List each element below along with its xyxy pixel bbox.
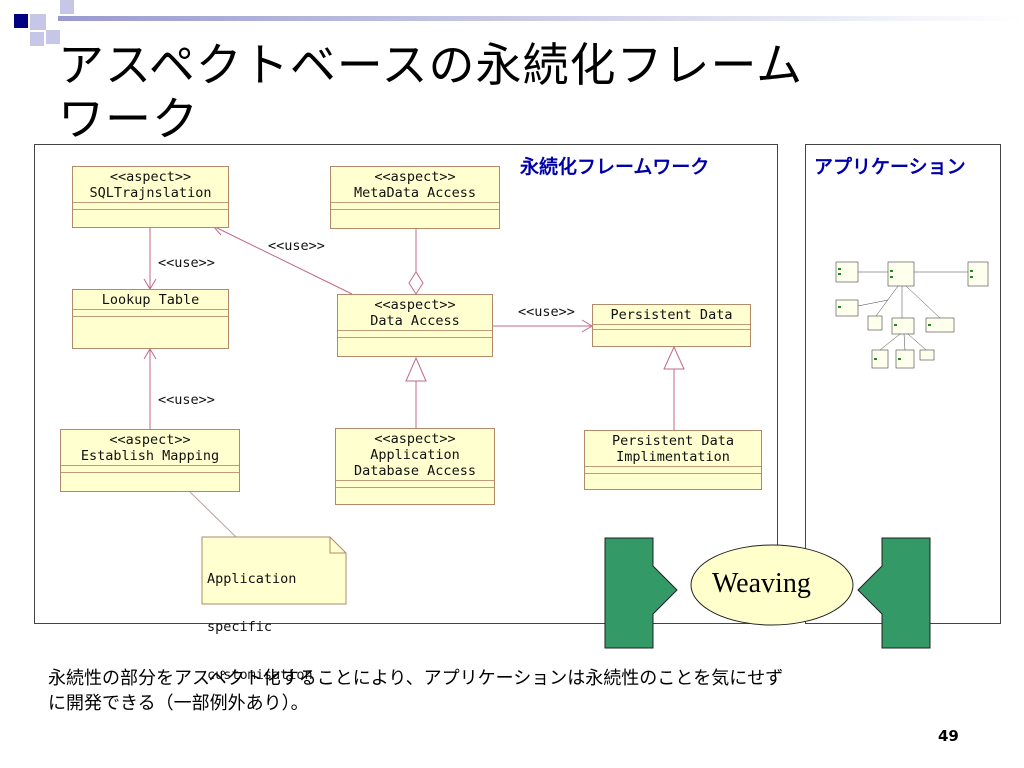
class-name: SQLTrajnslation xyxy=(89,185,212,201)
weaving-ellipse xyxy=(690,544,854,626)
class-name: Data Access xyxy=(370,313,460,329)
use-label-sql-lookup: <<use>> xyxy=(158,255,215,271)
class-name: Lookup Table xyxy=(101,292,200,308)
stereotype: <<aspect>> xyxy=(374,297,456,313)
description-line-1: 永続性の部分をアスペクト化することにより、アプリケーションは永続性のことを気にせ… xyxy=(48,668,784,689)
application-frame-label: アプリケーション xyxy=(814,156,966,178)
inheritance-triangle xyxy=(405,356,427,382)
class-lookup-table: Lookup Table xyxy=(72,289,229,349)
corner-square xyxy=(14,14,28,28)
title-line-1: アスペクトベースの永続化フレーム xyxy=(58,38,804,92)
stereotype: <<aspect>> xyxy=(109,432,191,448)
weaving-label: Weaving xyxy=(712,568,811,599)
left-weave-arrow xyxy=(604,537,678,649)
mini-class xyxy=(919,349,935,361)
corner-square xyxy=(60,0,74,14)
class-name: MetaData Access xyxy=(354,185,476,201)
arrowhead xyxy=(143,348,157,360)
connector-dataaccess-sql xyxy=(212,225,353,295)
description-line-2: に開発できる（一部例外あり）。 xyxy=(48,693,309,714)
mini-class xyxy=(891,317,915,335)
class-name-line-2: Database Access xyxy=(354,463,476,479)
note-line-2: specific xyxy=(207,619,273,635)
class-name-line-2: Implimentation xyxy=(616,449,730,465)
connector-note-establish xyxy=(189,491,237,538)
use-label-establish-lookup: <<use>> xyxy=(158,392,215,408)
mini-class xyxy=(887,261,915,287)
class-sql-translation: <<aspect>>SQLTrajnslation xyxy=(72,166,229,228)
class-establish-mapping: <<aspect>>Establish Mapping xyxy=(60,429,240,492)
class-name: Establish Mapping xyxy=(80,448,220,464)
customisation-note: Application specific customisation xyxy=(207,539,313,699)
note-fold xyxy=(329,537,346,554)
right-weave-arrow xyxy=(857,537,931,649)
class-name-line-1: Application xyxy=(370,447,460,463)
class-name-line-1: Persistent Data xyxy=(612,433,734,449)
page-number: 49 xyxy=(938,727,959,745)
note-shape xyxy=(201,536,347,605)
class-name: Persistent Data xyxy=(610,307,733,323)
framework-frame-label: 永続化フレームワーク xyxy=(520,156,710,178)
corner-square xyxy=(30,32,44,46)
class-data-access: <<aspect>>Data Access xyxy=(337,294,493,357)
slide-description: 永続性の部分をアスペクト化することにより、アプリケーションは永続性のことを気にせ… xyxy=(48,666,908,716)
stereotype: <<aspect>> xyxy=(109,169,192,185)
title-rule xyxy=(58,16,1024,21)
corner-square xyxy=(30,14,46,30)
note-line-3: customisation xyxy=(207,667,313,683)
use-label-dataaccess-sql: <<use>> xyxy=(268,238,325,254)
note-line-1: Application xyxy=(207,571,297,587)
mini-class xyxy=(967,261,989,287)
class-persistent-data: Persistent Data xyxy=(592,304,751,347)
class-metadata-access: <<aspect>>MetaData Access xyxy=(330,166,500,229)
slide-title: アスペクトベースの永続化フレーム ワーク xyxy=(58,38,803,146)
stereotype: <<aspect>> xyxy=(374,169,456,185)
use-label-dataaccess-persistent: <<use>> xyxy=(518,304,575,320)
mini-class xyxy=(835,299,859,317)
mini-class xyxy=(867,315,883,331)
corner-square xyxy=(46,30,60,44)
title-line-2: ワーク xyxy=(58,92,199,146)
stereotype: <<aspect>> xyxy=(374,431,456,447)
inheritance-triangle xyxy=(663,345,685,370)
